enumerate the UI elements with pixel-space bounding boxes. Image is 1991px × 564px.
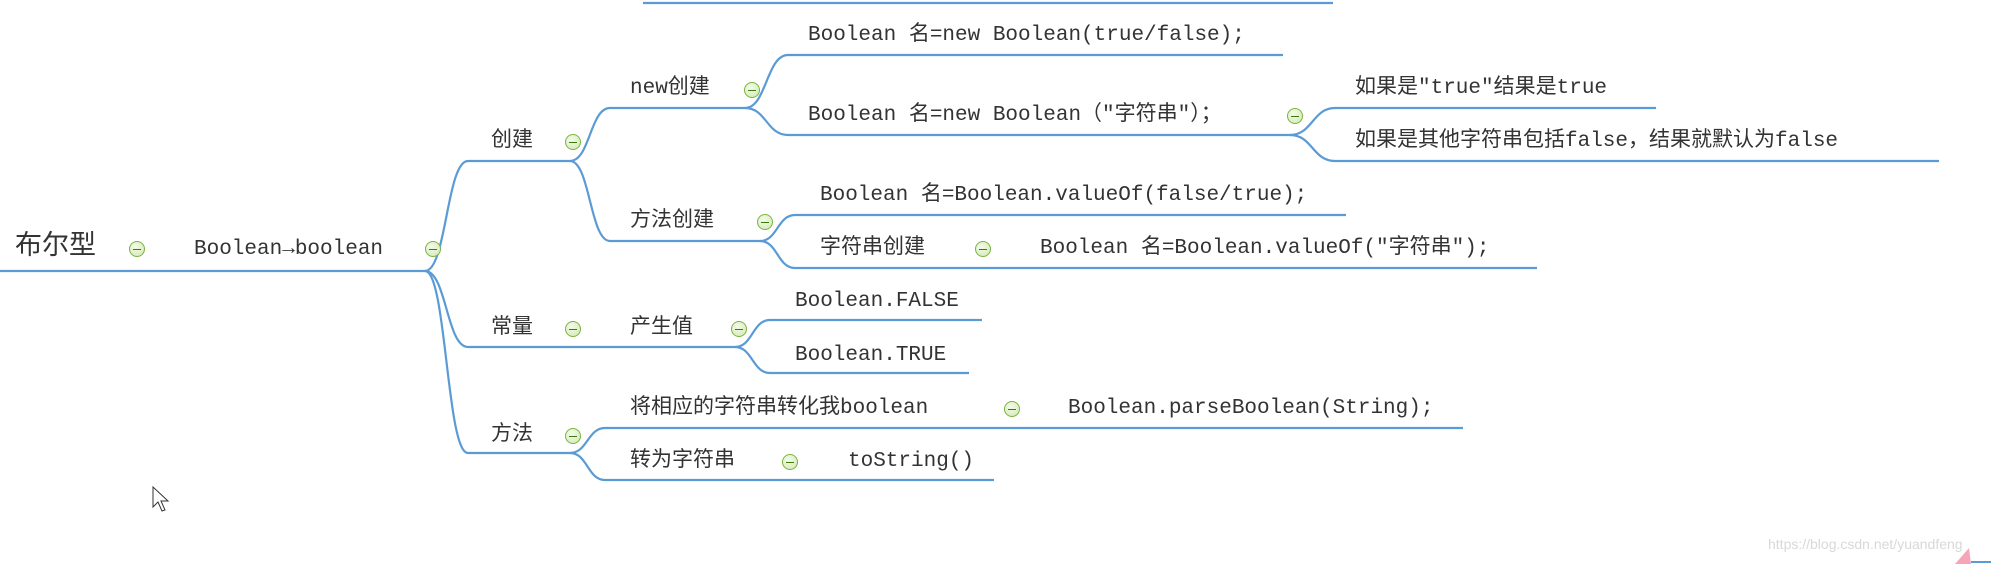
node-boolean-false[interactable]: Boolean.FALSE: [795, 290, 959, 313]
connector-line: [424, 269, 570, 455]
node-constants[interactable]: 常量: [491, 317, 533, 340]
watermark: https://blog.csdn.net/yuandfeng: [1768, 536, 1963, 552]
collapse-toggle-icon[interactable]: [782, 454, 798, 470]
node-to-string[interactable]: toString(): [848, 450, 975, 473]
mouse-cursor-icon: [152, 486, 170, 512]
node-string-create[interactable]: 字符串创建: [820, 237, 925, 260]
node-result-false[interactable]: 如果是其他字符串包括false，结果就默认为false: [1355, 130, 1839, 153]
connector-line: [569, 451, 994, 482]
collapse-toggle-icon[interactable]: [1004, 401, 1020, 417]
connector-line: [734, 345, 969, 375]
collapse-toggle-icon[interactable]: [744, 82, 760, 98]
node-boolean-true[interactable]: Boolean.TRUE: [795, 344, 947, 367]
collapse-toggle-icon[interactable]: [565, 321, 581, 337]
collapse-toggle-icon[interactable]: [565, 134, 581, 150]
connector-line: [744, 106, 1290, 137]
node-new-create[interactable]: new创建: [630, 77, 710, 100]
connector-line: [759, 239, 1537, 270]
node-method-create[interactable]: 方法创建: [630, 210, 714, 233]
node-string-value-of[interactable]: Boolean 名=Boolean.valueOf("字符串");: [1040, 237, 1490, 260]
node-to-string-label[interactable]: 转为字符串: [630, 450, 735, 473]
node-boolean-boolean[interactable]: Boolean→boolean: [194, 238, 384, 261]
node-produce-value[interactable]: 产生值: [630, 317, 693, 340]
collapse-toggle-icon[interactable]: [1287, 108, 1303, 124]
node-methods[interactable]: 方法: [491, 424, 533, 447]
node-result-true[interactable]: 如果是"true"结果是true: [1355, 77, 1608, 100]
connector-line: [569, 426, 1463, 455]
connector-line: [424, 159, 570, 273]
collapse-toggle-icon[interactable]: [565, 428, 581, 444]
collapse-toggle-icon[interactable]: [425, 241, 441, 257]
node-new-boolean-literal[interactable]: Boolean 名=new Boolean(true/false);: [808, 24, 1245, 47]
connector-line: [1289, 106, 1656, 137]
connector-line: [569, 159, 760, 243]
connector-line: [759, 213, 1346, 243]
collapse-toggle-icon[interactable]: [129, 241, 145, 257]
node-parse-boolean[interactable]: Boolean.parseBoolean(String);: [1068, 397, 1434, 420]
node-new-boolean-string[interactable]: Boolean 名=new Boolean（"字符串"）；: [808, 104, 1222, 127]
collapse-toggle-icon[interactable]: [731, 321, 747, 337]
connector-line: [734, 318, 982, 349]
connector-line: [744, 53, 1283, 110]
connector-line: [1289, 133, 1939, 163]
node-parse-label[interactable]: 将相应的字符串转化我boolean: [630, 397, 929, 420]
connector-line: [569, 106, 745, 163]
connector-line: [424, 269, 735, 349]
corner-decoration-icon: [1955, 548, 1991, 564]
node-root[interactable]: 布尔型: [15, 233, 96, 263]
node-create[interactable]: 创建: [491, 130, 533, 153]
collapse-toggle-icon[interactable]: [975, 241, 991, 257]
collapse-toggle-icon[interactable]: [757, 214, 773, 230]
node-value-of[interactable]: Boolean 名=Boolean.valueOf(false/true);: [820, 184, 1308, 207]
